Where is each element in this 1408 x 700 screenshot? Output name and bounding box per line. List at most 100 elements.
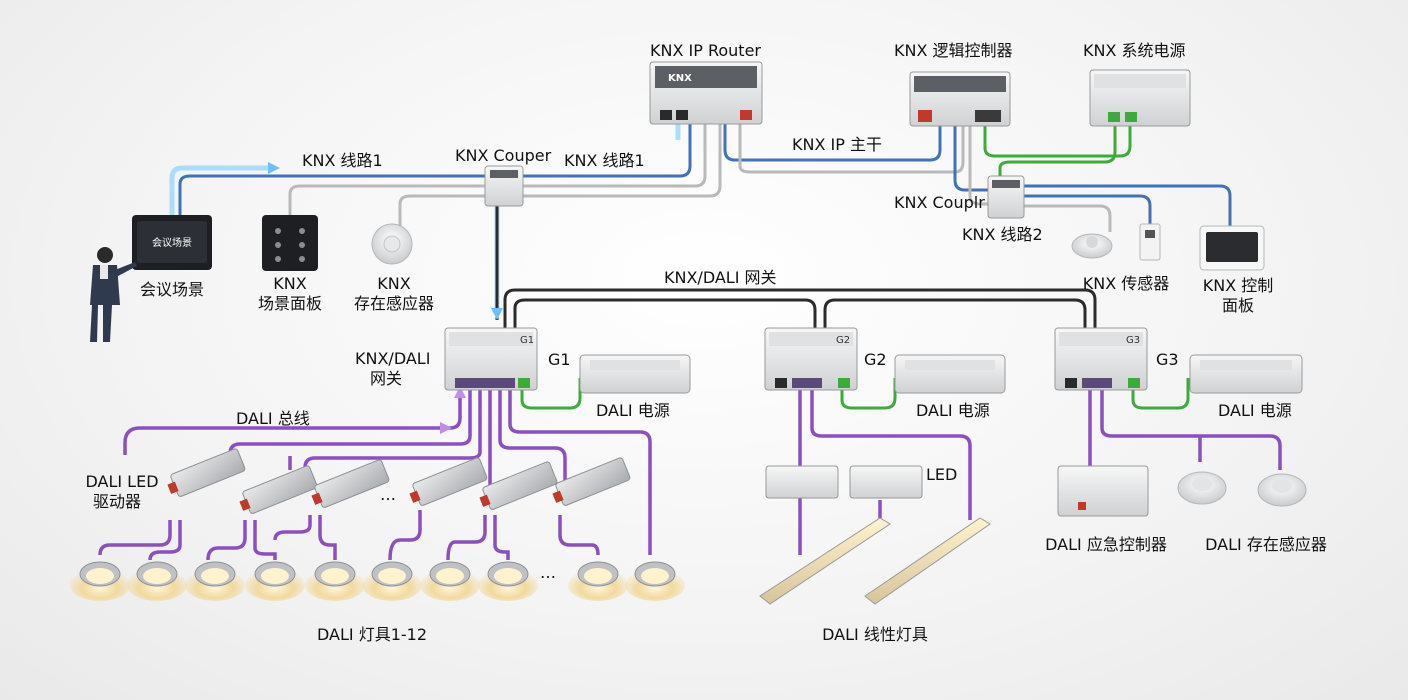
label-dali-linear: DALI 线性灯具	[822, 625, 928, 644]
router-logic-gray-wire	[738, 120, 965, 174]
knx-presence-sensor	[371, 223, 413, 265]
label-dots-lights: …	[540, 563, 556, 582]
gateway-bus-wire-inner-right	[823, 298, 1087, 332]
label-dots-drivers: …	[380, 485, 396, 504]
led-driver-g2-1	[765, 465, 839, 499]
label-gateway-left-2: 网关	[370, 369, 402, 388]
label-dali-power-3: DALI 电源	[1218, 401, 1292, 420]
router-gray-wire-2	[520, 120, 722, 198]
knx-terminal-icon	[918, 110, 932, 122]
dali-bus-5	[498, 390, 567, 490]
gw3-tag: G3	[1126, 335, 1140, 346]
linear-light-2	[864, 517, 991, 605]
label-led-driver-2: 驱动器	[93, 492, 141, 511]
power-wire-coupler	[998, 120, 1117, 180]
led-driver	[409, 457, 488, 506]
knx-sensor-round	[1071, 233, 1113, 259]
drv5-l2	[493, 515, 510, 560]
drv5-l1	[446, 515, 487, 561]
arrow-icon	[491, 308, 503, 320]
router-brand-text: KNX	[668, 73, 692, 84]
dali-emergency-controller	[1057, 465, 1149, 517]
label-g2: G2	[864, 350, 887, 369]
label-ip-backbone: KNX IP 主干	[792, 135, 882, 154]
dali-bus-2	[228, 390, 472, 466]
io-terminal-icon	[975, 110, 1001, 122]
g3-power-wire	[1131, 378, 1190, 410]
dali-gateway-g2: G2	[764, 327, 858, 391]
signal-glow-line1	[169, 165, 275, 215]
led-drivers	[167, 448, 631, 514]
knx-ip-router: KNX	[649, 61, 763, 125]
knx-system-power	[1089, 69, 1191, 127]
gateway-bus-wire-inner-left	[513, 298, 817, 332]
power-terminal-icon	[518, 378, 530, 388]
dali-bus-6	[508, 390, 652, 555]
logic-coupler-blue	[953, 122, 990, 192]
label-g3: G3	[1156, 350, 1179, 369]
downlight	[420, 561, 480, 601]
led-driver	[479, 461, 558, 510]
label-gateway-top: KNX/DALI 网关	[664, 268, 777, 287]
label-gateway-left-1: KNX/DALI	[355, 349, 430, 368]
label-emergency: DALI 应急控制器	[1045, 535, 1167, 554]
label-dali-power-2: DALI 电源	[916, 401, 990, 420]
downlight	[245, 561, 305, 601]
power-terminal-icon	[838, 378, 850, 388]
power-terminal-icon	[1108, 112, 1120, 122]
drv2-l1	[206, 520, 247, 561]
drv6-l1	[558, 515, 600, 556]
downlight	[185, 561, 245, 601]
ethernet-port-icon	[775, 378, 787, 388]
led-driver-g2-2	[849, 465, 923, 499]
knx-control-panel[interactable]	[1199, 225, 1265, 271]
led-driver	[239, 465, 318, 514]
drv2-l2	[253, 520, 277, 560]
drv3-l1	[318, 515, 337, 560]
gw2-tag: G2	[836, 335, 850, 346]
label-sensor: KNX 传感器	[1083, 274, 1170, 293]
label-dali-presence: DALI 存在感应器	[1205, 535, 1327, 554]
knx-scene-panel[interactable]	[262, 215, 318, 271]
label-scene-panel-1: KNX	[273, 274, 306, 293]
label-line1-left: KNX 线路1	[302, 151, 383, 170]
dali-bus-3	[303, 390, 482, 490]
knx-line1-right-wire	[520, 120, 692, 178]
logic-coupler-gray	[968, 122, 990, 206]
drv1-l1	[98, 520, 172, 556]
g1-power-wire	[520, 378, 582, 410]
arrow-icon	[454, 386, 466, 398]
label-g1: G1	[548, 350, 571, 369]
downlight	[625, 561, 685, 601]
label-dali-fixtures: DALI 灯具1-12	[317, 625, 427, 644]
downlight	[305, 561, 365, 601]
line2-panel-wire	[1022, 184, 1232, 226]
label-line1-right: KNX 线路1	[564, 151, 645, 170]
label-line2: KNX 线路2	[962, 225, 1043, 244]
person-figure	[90, 247, 137, 342]
drv1-l2	[148, 520, 182, 561]
meeting-touch-panel[interactable]: 会议场景	[132, 215, 212, 270]
arrow-icon	[440, 422, 452, 434]
knx-line1-left-wire	[178, 174, 488, 215]
ethernet-port-icon	[1065, 378, 1077, 388]
gateway-bus-wire-outer	[503, 288, 1097, 332]
downlight	[127, 561, 187, 601]
dali-power-supply-2	[894, 354, 1006, 394]
dali-presence-sensor-2	[1257, 473, 1307, 507]
label-presence-2: 存在感应器	[354, 294, 434, 313]
dali-gateway-g3: G3	[1054, 327, 1148, 391]
power-terminal-icon	[1125, 112, 1137, 122]
label-meeting-scene: 会议场景	[140, 280, 204, 299]
label-led-driver-1: DALI LED	[85, 472, 158, 491]
linear-light-1	[759, 517, 891, 605]
label-dali-bus: DALI 总线	[236, 409, 310, 428]
label-logic-controller: KNX 逻辑控制器	[894, 41, 1013, 60]
label-scene-panel-2: 场景面板	[258, 294, 322, 313]
led-driver	[552, 457, 631, 506]
label-dali-power-1: DALI 电源	[596, 401, 670, 420]
ethernet-port-icon	[660, 110, 672, 120]
label-control-panel-1: KNX 控制	[1203, 276, 1274, 295]
line2-smoke-wire	[1022, 204, 1112, 232]
